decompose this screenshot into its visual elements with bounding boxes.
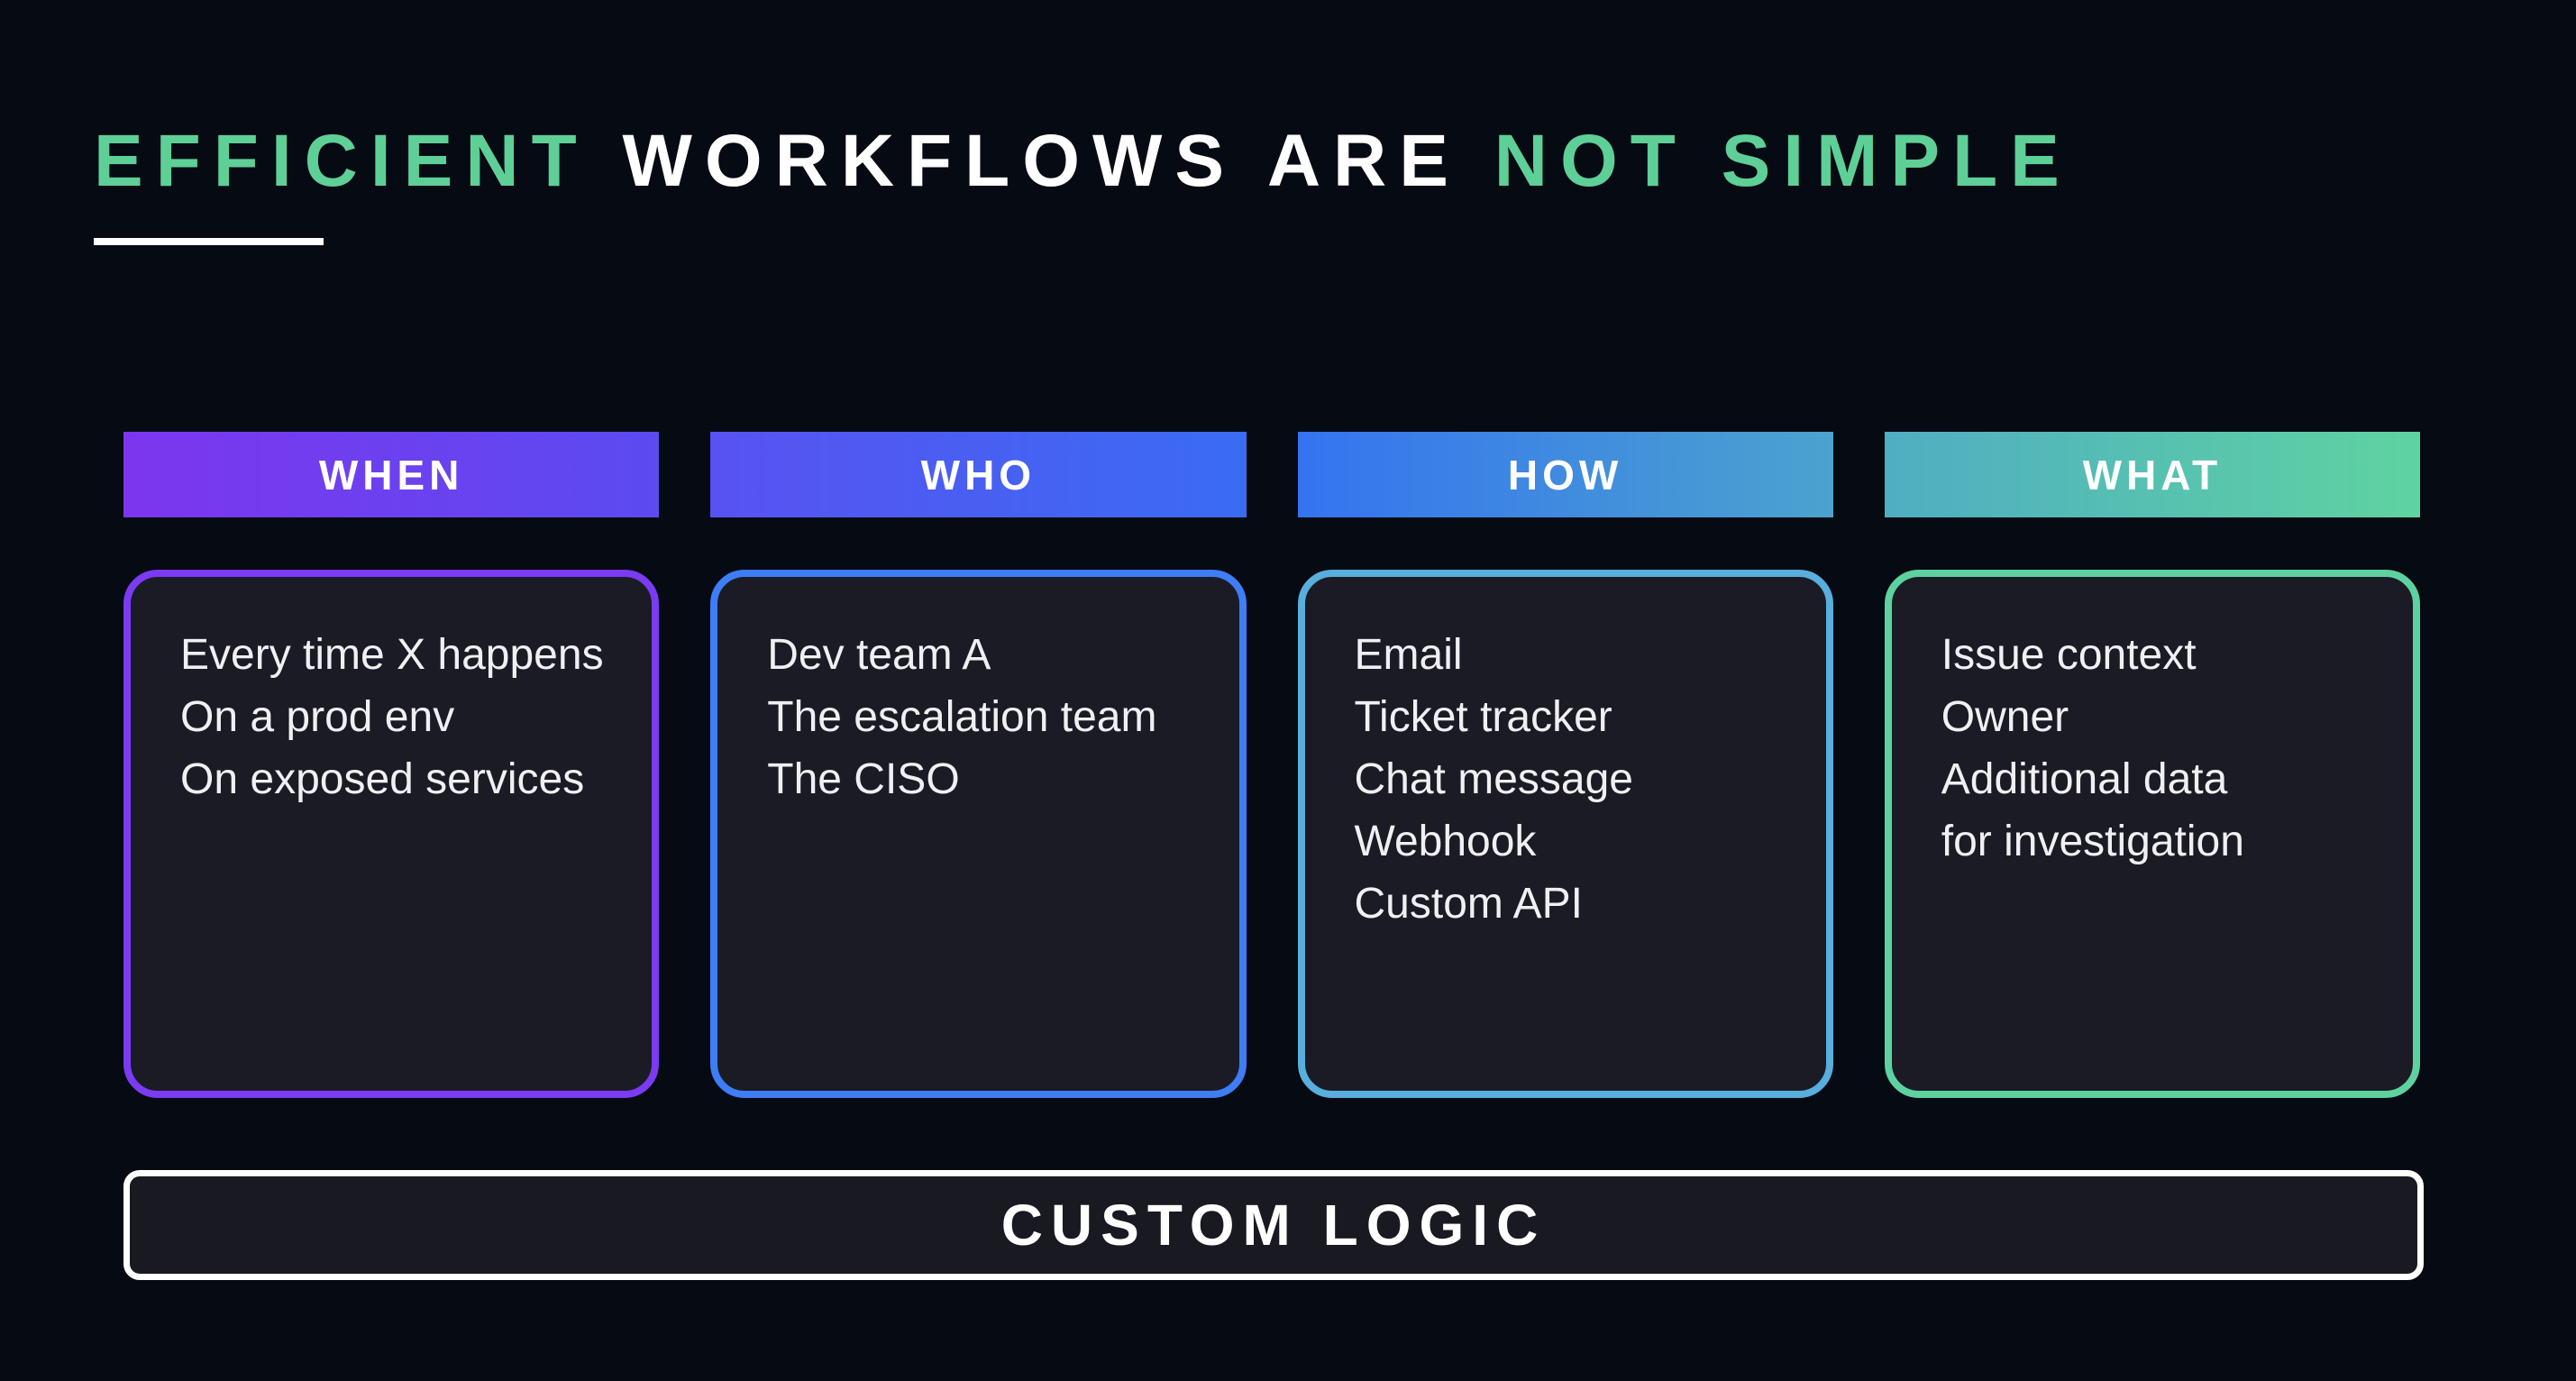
how-item-1: Email: [1354, 631, 1463, 679]
column-how: HOW Email Ticket tracker Chat message We…: [1297, 432, 1833, 1098]
custom-logic-bar: CUSTOM LOGIC: [123, 1170, 2424, 1280]
column-when-card: Every time X happens On a prod env On ex…: [123, 570, 660, 1098]
what-item-2: Owner: [1941, 693, 2069, 741]
column-what: WHAT Issue context Owner Additional data…: [1884, 432, 2420, 1098]
columns-grid: WHEN Every time X happens On a prod env …: [123, 432, 2420, 1098]
column-what-card: Issue context Owner Additional data for …: [1884, 570, 2420, 1098]
who-item-3: The CISO: [767, 755, 960, 803]
how-item-5: Custom API: [1354, 880, 1583, 928]
column-how-card: Email Ticket tracker Chat message Webhoo…: [1297, 570, 1833, 1098]
what-item-1: Issue context: [1941, 631, 2197, 679]
who-item-1: Dev team A: [767, 631, 991, 679]
column-how-header: HOW: [1297, 432, 1833, 517]
when-item-1: Every time X happens: [180, 631, 604, 679]
column-who-header: WHO: [710, 432, 1247, 517]
column-when: WHEN Every time X happens On a prod env …: [123, 432, 660, 1098]
title-segment-efficient: EFFICIENT: [94, 120, 623, 202]
how-item-4: Webhook: [1354, 818, 1537, 865]
when-item-2: On a prod env: [180, 693, 455, 741]
how-item-3: Chat message: [1354, 755, 1634, 803]
who-item-2: The escalation team: [767, 693, 1157, 741]
column-who-card: Dev team A The escalation team The CISO: [710, 570, 1247, 1098]
title-underline: [94, 238, 324, 245]
what-item-4: for investigation: [1941, 818, 2244, 865]
how-item-2: Ticket tracker: [1354, 693, 1612, 741]
when-item-3: On exposed services: [180, 755, 585, 803]
title-segment-workflows-are: WORKFLOWS ARE: [622, 120, 1494, 202]
column-who: WHO Dev team A The escalation team The C…: [710, 432, 1247, 1098]
column-what-header: WHAT: [1884, 432, 2420, 517]
what-item-3: Additional data: [1941, 755, 2228, 803]
column-when-header: WHEN: [123, 432, 660, 517]
custom-logic-label: CUSTOM LOGIC: [1000, 1193, 1547, 1258]
page-title: EFFICIENT WORKFLOWS ARE NOT SIMPLE: [94, 119, 2072, 204]
title-segment-not-simple: NOT SIMPLE: [1494, 120, 2072, 202]
